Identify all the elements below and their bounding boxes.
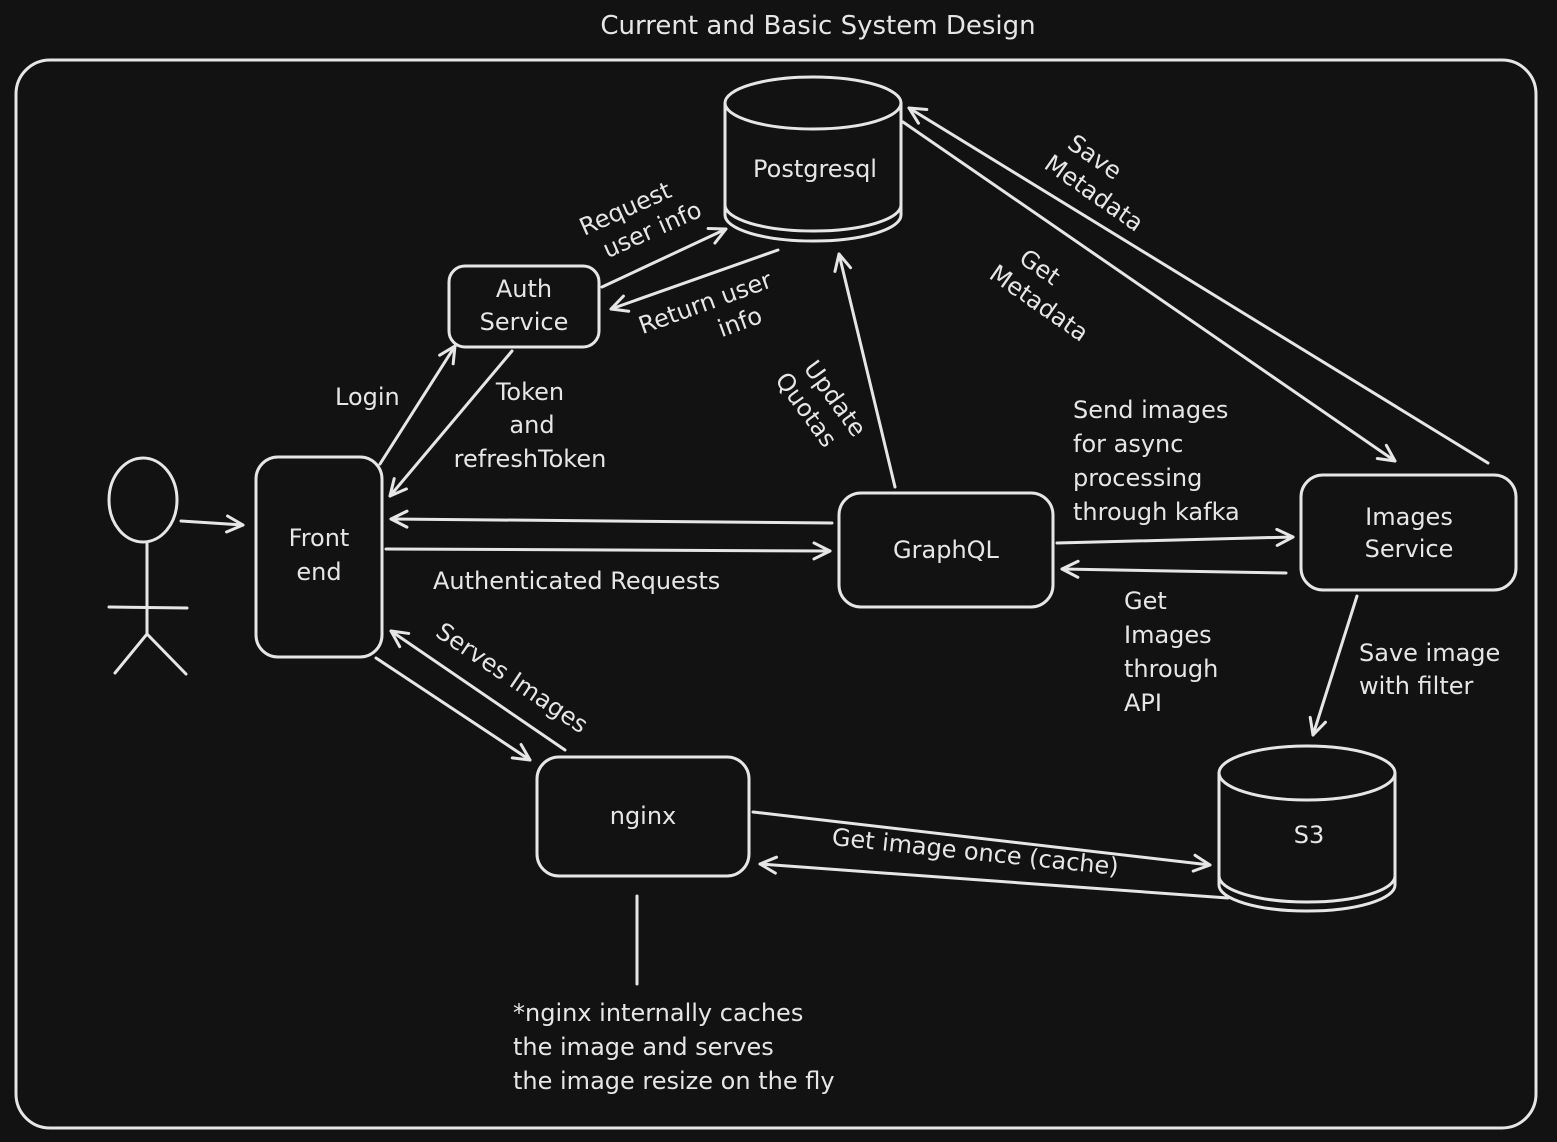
- nginx-node: nginx: [535, 755, 751, 878]
- svg-text:Postgresql: Postgresql: [753, 155, 877, 183]
- login-label: Login: [335, 383, 400, 411]
- authenticated-requests-label: Authenticated Requests: [433, 567, 720, 595]
- svg-text:and: and: [509, 411, 554, 439]
- svg-text:Get: Get: [1124, 587, 1167, 615]
- user-actor: [107, 456, 189, 676]
- svg-text:Service: Service: [1365, 535, 1454, 563]
- save-image-filter-label: Save image with filter: [1359, 639, 1500, 700]
- postgresql-db-node: Postgresql: [723, 75, 903, 243]
- update-quotas-label: Update Quotas: [770, 355, 872, 452]
- auth-service-node: Auth Service: [447, 264, 601, 349]
- update-quotas-arrow: [833, 252, 897, 489]
- authenticated-requests-arrow: [384, 541, 832, 561]
- svg-text:the image and serves: the image and serves: [513, 1033, 774, 1061]
- svg-text:Images: Images: [1365, 503, 1453, 531]
- svg-text:refreshToken: refreshToken: [454, 445, 607, 473]
- request-user-info-label: Request user info: [575, 176, 706, 264]
- frontend-node: Front end: [254, 455, 384, 659]
- request-user-info-arrow: [600, 227, 728, 289]
- svg-text:the image resize on the fly: the image resize on the fly: [513, 1067, 835, 1095]
- svg-text:with filter: with filter: [1359, 672, 1474, 700]
- user-to-frontend-arrow: [179, 514, 245, 534]
- send-images-label: Send images for async processing through…: [1073, 396, 1240, 526]
- frontend-to-nginx-arrow: [374, 656, 532, 762]
- return-user-info-label: Return user info: [635, 266, 776, 343]
- svg-text:processing: processing: [1073, 464, 1202, 492]
- svg-text:through: through: [1124, 655, 1218, 683]
- svg-text:GraphQL: GraphQL: [893, 536, 1000, 564]
- get-metadata-arrow: [901, 120, 1397, 463]
- svg-text:end: end: [296, 558, 341, 586]
- graphql-to-frontend-arrow: [389, 509, 834, 529]
- svg-text:through kafka: through kafka: [1073, 498, 1240, 526]
- nginx-cache-note: *nginx internally caches the image and s…: [513, 999, 835, 1095]
- nginx-to-s3-arrow: [751, 810, 1212, 873]
- svg-text:*nginx internally caches: *nginx internally caches: [513, 999, 803, 1027]
- svg-text:Images: Images: [1124, 621, 1212, 649]
- get-images-api-label: Get Images through API: [1124, 587, 1218, 717]
- save-image-filter-arrow: [1308, 594, 1359, 737]
- s3-to-nginx-arrow: [758, 855, 1230, 900]
- save-metadata-label: Save Metadata: [1039, 129, 1148, 237]
- svg-text:nginx: nginx: [610, 802, 677, 830]
- svg-text:Save image: Save image: [1359, 639, 1500, 667]
- svg-text:API: API: [1124, 689, 1162, 717]
- token-arrow: [388, 349, 514, 498]
- token-label: Token and refreshToken: [454, 378, 607, 473]
- diagram-title: Current and Basic System Design: [600, 11, 1035, 41]
- svg-text:for async: for async: [1073, 430, 1183, 458]
- svg-text:Auth: Auth: [496, 275, 552, 303]
- return-user-info-arrow: [609, 248, 780, 313]
- serves-images-arrow: [389, 629, 567, 752]
- svg-text:Service: Service: [480, 308, 569, 336]
- get-images-api-arrow: [1060, 559, 1288, 579]
- svg-text:Front: Front: [289, 524, 350, 552]
- svg-text:S3: S3: [1294, 821, 1325, 849]
- send-images-arrow: [1055, 527, 1295, 547]
- outer-frame: [14, 58, 1538, 1130]
- login-arrow: [378, 344, 457, 466]
- svg-text:Token: Token: [495, 378, 564, 406]
- images-service-node: Images Service: [1299, 473, 1518, 592]
- save-metadata-arrow: [907, 106, 1490, 465]
- s3-storage-node: S3: [1217, 744, 1397, 913]
- graphql-node: GraphQL: [837, 491, 1055, 609]
- svg-text:Send images: Send images: [1073, 396, 1228, 424]
- serves-images-label: Serves Images: [431, 617, 593, 739]
